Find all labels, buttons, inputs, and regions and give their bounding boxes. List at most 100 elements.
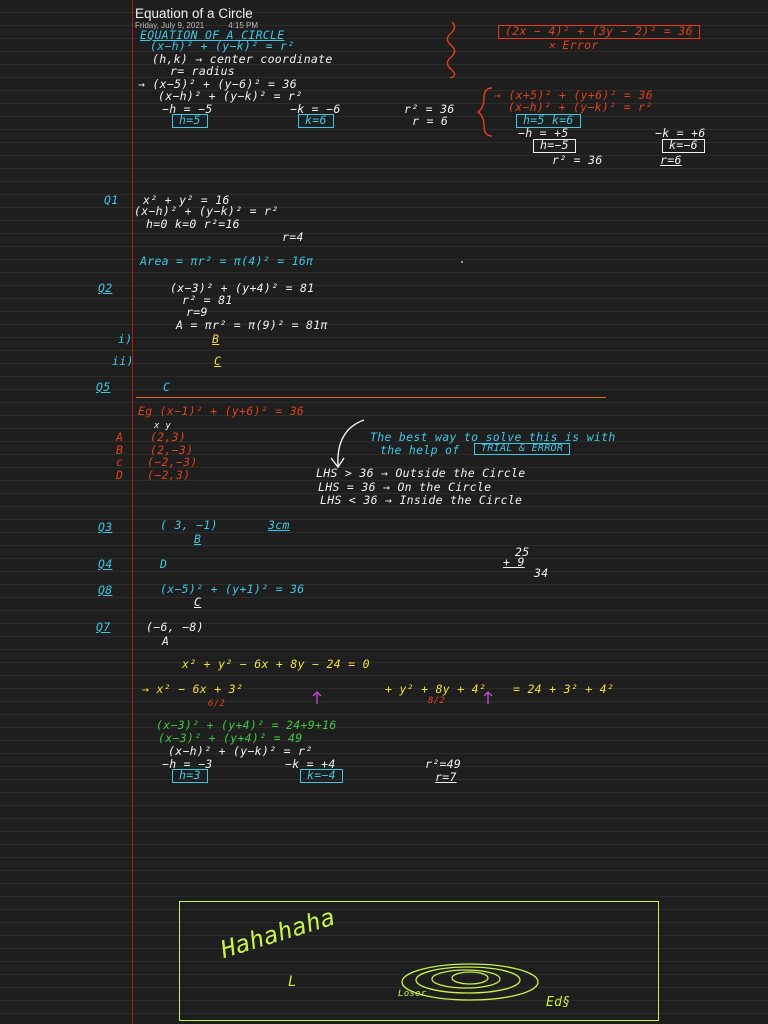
q7-k-step: −k = +4 bbox=[285, 757, 336, 771]
ex2-h-box: h=−5 bbox=[533, 139, 576, 153]
ex2-eq: → (x+5)² + (y+6)² = 36 bbox=[494, 88, 653, 102]
q1-eq: x² + y² = 16 bbox=[143, 193, 230, 207]
ex1-eq: → (x−5)² + (y−6)² = 36 bbox=[138, 77, 297, 91]
q2-i-label: i) bbox=[118, 332, 133, 346]
doodle-circles bbox=[401, 963, 539, 1001]
q7-ans: (−6, −8) bbox=[146, 620, 204, 634]
q2-eq: (x−3)² + (y+4)² = 81 bbox=[170, 281, 315, 295]
err-label: ✕ Error bbox=[548, 38, 599, 52]
opt-d-label: D bbox=[116, 468, 124, 482]
margin-line bbox=[132, 0, 133, 1024]
opt-b: (2,−3) bbox=[150, 443, 194, 457]
magenta-up-arrow-1 bbox=[312, 691, 322, 704]
q5-label: Q5 bbox=[96, 380, 111, 394]
ex2-r: r=6 bbox=[660, 153, 682, 167]
q2-label: Q2 bbox=[98, 281, 113, 295]
sum-line-2: + 9 bbox=[503, 555, 525, 569]
q7-h-box: h=3 bbox=[172, 769, 208, 783]
ex2-general: (x−h)² + (y−k)² = r² bbox=[508, 100, 653, 114]
ex1-r: r = 6 bbox=[412, 114, 449, 128]
opt-d: (−2,3) bbox=[147, 468, 191, 482]
q7-sq2: (x−3)² + (y+4)² = 49 bbox=[158, 731, 303, 745]
page-date: Friday, July 9, 2021 bbox=[135, 21, 205, 30]
doodle-loser: Loser bbox=[398, 989, 427, 999]
center-note: (h,k) → center coordinate bbox=[152, 52, 333, 66]
ex2-k-step: −k = +6 bbox=[655, 126, 706, 140]
opt-b-label: B bbox=[116, 443, 124, 457]
formula: (x−h)² + (y−k)² = r² bbox=[150, 39, 295, 53]
section-separator bbox=[136, 397, 606, 398]
q3-label: Q3 bbox=[98, 520, 113, 534]
q8-ans: (x−5)² + (y+1)² = 36 bbox=[160, 582, 305, 596]
q4-ans: D bbox=[160, 557, 168, 571]
q3-cm: 3cm bbox=[268, 518, 290, 532]
opt-c: (−2,−3) bbox=[147, 455, 198, 469]
q5-ans: C bbox=[163, 380, 171, 394]
orange-curly-brace bbox=[476, 87, 493, 137]
q2-r2: r² = 81 bbox=[182, 293, 233, 307]
ex1-h-step: −h = −5 bbox=[162, 102, 213, 116]
tip-1: The best way to solve this is with bbox=[370, 430, 616, 444]
q7-half-y: 8/2 bbox=[428, 696, 446, 706]
opt-a: (2,3) bbox=[150, 430, 187, 444]
q4-label: Q4 bbox=[98, 557, 113, 571]
ex1-h-box: h=5 bbox=[172, 114, 208, 128]
ex2-k-box: k=−6 bbox=[662, 139, 705, 153]
ex2-hk-box: h=5 k=6 bbox=[516, 114, 581, 128]
q7-half-x: 6/2 bbox=[208, 699, 226, 709]
ex1-r2: r² = 36 bbox=[404, 102, 455, 116]
sum-line-1: 25 bbox=[515, 545, 530, 559]
q7-a: A bbox=[162, 634, 170, 648]
ex1-k-step: −k = −6 bbox=[290, 102, 341, 116]
page-title: Equation of a Circle bbox=[135, 6, 253, 21]
q2-area: A = πr² = π(9)² = 81π bbox=[176, 318, 328, 332]
ex1-general: (x−h)² + (y−k)² = r² bbox=[158, 89, 303, 103]
magenta-up-arrow-2 bbox=[483, 691, 493, 704]
rule-3: LHS < 36 → Inside the Circle bbox=[320, 493, 523, 507]
sum-line-3: 34 bbox=[534, 566, 549, 580]
tip-box: TRIAL & ERROR bbox=[474, 443, 571, 455]
err-eq: (2x − 4)² + (3y − 2)² = 36 bbox=[498, 25, 700, 39]
q1-area: Area = πr² = π(4)² = 16π bbox=[140, 254, 314, 268]
q7-eq: x² + y² − 6x + 8y − 24 = 0 bbox=[182, 657, 370, 671]
tip-2: the help of bbox=[380, 443, 460, 457]
q7-r2: r²=49 bbox=[425, 757, 462, 771]
opt-a-label: A bbox=[116, 430, 124, 444]
q8-label: Q8 bbox=[98, 583, 113, 597]
ex1-k-box: k=6 bbox=[298, 114, 334, 128]
page-time: 4:15 PM bbox=[228, 21, 259, 30]
q3-ans: ( 3, −1) bbox=[160, 518, 218, 532]
doodle-l: L bbox=[288, 974, 297, 990]
q7-h-step: −h = −3 bbox=[162, 757, 213, 771]
q1-values: h=0 k=0 r²=16 bbox=[146, 217, 240, 231]
arrow-head bbox=[330, 457, 345, 469]
ex2-r2: r² = 36 bbox=[552, 153, 603, 167]
q7-r: r=7 bbox=[435, 770, 457, 784]
red-wave-bracket bbox=[446, 21, 456, 79]
q8-c: C bbox=[194, 595, 202, 609]
q3-b: B bbox=[194, 532, 202, 546]
radius-note: r= radius bbox=[170, 64, 236, 78]
q7-step-y: + y² + 8y + 4² bbox=[385, 682, 487, 696]
q2-r: r=9 bbox=[186, 305, 208, 319]
eg-eq: Eg (x−1)² + (y+6)² = 36 bbox=[138, 404, 305, 418]
curved-arrow bbox=[337, 419, 365, 467]
q1-general: (x−h)² + (y−k)² = r² bbox=[134, 204, 279, 218]
ex2-h-step: −h = +5 bbox=[518, 126, 569, 140]
stray-dot bbox=[461, 261, 463, 263]
q7-label: Q7 bbox=[96, 620, 111, 634]
q2-ii-label: ii) bbox=[112, 354, 134, 368]
q2-ii-ans: C bbox=[214, 354, 222, 368]
q1-label: Q1 bbox=[104, 193, 119, 207]
q7-step-x: → x² − 6x + 3² bbox=[142, 682, 244, 696]
q2-i-ans: B bbox=[212, 332, 220, 346]
doodle-signature: Ed§ bbox=[546, 995, 571, 1010]
q7-general: (x−h)² + (y−k)² = r² bbox=[168, 744, 313, 758]
heading: EQUATION OF A CIRCLE bbox=[140, 28, 285, 42]
q7-k-box: k=−4 bbox=[300, 769, 343, 783]
doodle-frame bbox=[179, 901, 659, 1021]
opt-c-label: c bbox=[116, 455, 124, 469]
eg-xy: x y bbox=[154, 421, 172, 431]
q1-r: r=4 bbox=[282, 230, 304, 244]
